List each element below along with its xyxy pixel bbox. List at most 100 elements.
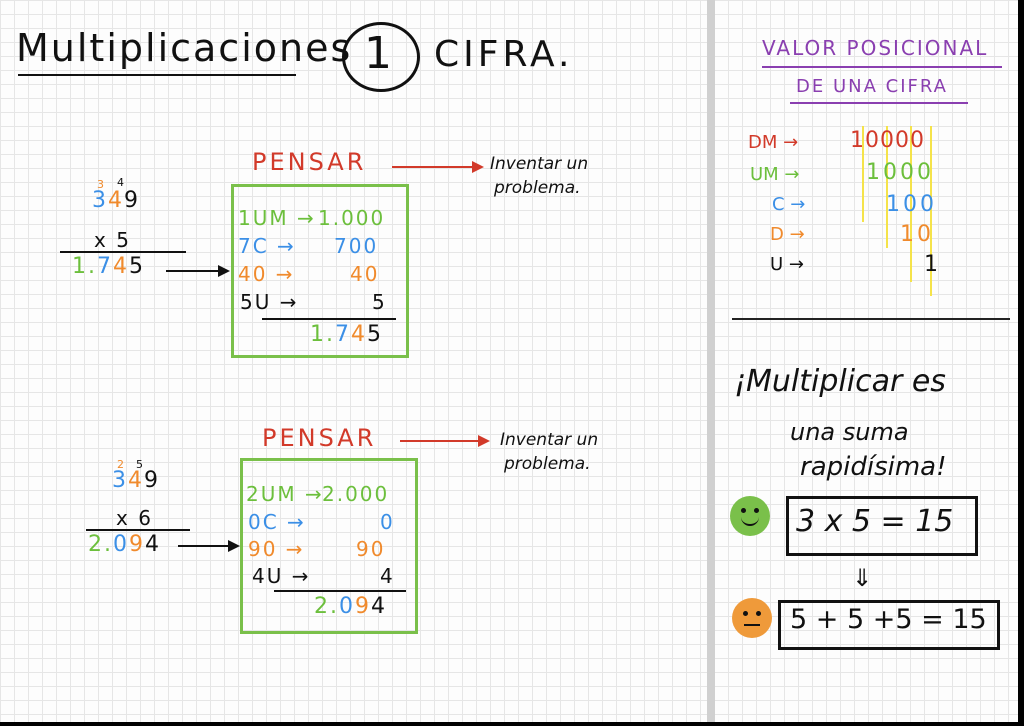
pv-u-label: U → [770,254,804,275]
row-d-right: 90 [356,537,386,561]
row-c-left: 0C → [248,510,306,534]
pv-um-value: 1000 [866,160,934,185]
result: 1.745 [72,254,145,279]
operation-line [60,251,186,253]
result: 2.094 [88,532,161,557]
column-highlight [886,126,888,248]
number-circle [342,22,420,92]
title-underline [18,74,296,76]
row-um-left: 2UM → [246,482,324,506]
carry-digit-2: 4 [117,176,124,189]
row-c-right: 0 [380,510,395,534]
total-units: 4 [371,594,387,619]
implies-arrow-icon: ⇓ [852,564,873,592]
sum-total: 1.745 [310,322,383,347]
total-point: . [326,322,335,347]
result-arrow [178,540,240,552]
total-units: 5 [367,322,383,347]
mult-line-1-text: ¡Multiplicar es [734,364,946,399]
sum-line [262,318,396,320]
pv-d-value: 10 [900,222,934,247]
result-point: . [104,532,113,557]
pv-c-label: C → [772,194,806,215]
equation-2: 5 + 5 +5 = 15 [790,604,987,635]
row-c-left: 7C → [238,234,296,258]
multiplicand-units: 9 [124,188,140,213]
row-u-right: 4 [380,564,395,588]
invent-line-1: Inventar un [500,430,599,450]
mult-line-1: ¡Multiplicar es [734,364,946,399]
result-arrow [166,265,230,277]
pv-c-value: 100 [886,192,937,217]
row-um-left: 1UM → [238,206,316,230]
operation-line [86,529,190,531]
pensar-arrow [392,161,484,173]
result-thousands: 2 [88,532,104,557]
sum-line [274,590,406,592]
neutral-face-icon [732,598,772,638]
pv-dm-label: DM → [748,132,799,153]
multiplicand-hundreds: 3 [112,468,128,493]
multiplicand-hundreds: 3 [92,188,108,213]
total-thousands: 1 [310,322,326,347]
multiplicand-units: 9 [144,468,160,493]
equation-frame-2 [778,600,1000,650]
multiplier: x 5 [94,228,131,252]
row-um-right: 1.000 [318,206,386,230]
result-tens: 4 [113,254,129,279]
sum-total: 2.094 [314,594,387,619]
row-u-right: 5 [372,290,387,314]
multiplicand: 349 [92,188,140,213]
cifra-label: CIFRA. [434,34,574,75]
mult-line-2: una suma [790,418,909,446]
row-d-right: 40 [350,262,380,286]
total-hundreds: 0 [339,594,355,619]
multiplier: x 6 [116,506,153,530]
pv-d-label: D → [770,224,805,245]
row-um-right: 2.000 [322,482,390,506]
total-tens: 9 [355,594,371,619]
result-thousands: 1 [72,254,88,279]
happy-face-icon [730,496,770,536]
result-point: . [88,254,97,279]
side-divider-line [732,318,1010,320]
side-title-line-1: VALOR POSICIONAL [762,36,989,60]
result-units: 5 [129,254,145,279]
pv-u-value: 1 [924,252,938,277]
carry-digit-1: 2 [117,458,124,471]
total-tens: 4 [351,322,367,347]
total-point: . [330,594,339,619]
total-hundreds: 7 [335,322,351,347]
equation-frame-1 [786,496,978,556]
multiplicand: 349 [112,468,160,493]
pensar-label: PENSAR [252,148,367,176]
carry-digit-2: 5 [136,458,143,471]
row-c-right: 700 [334,234,379,258]
row-d-left: 40 → [238,262,295,286]
pensar-label: PENSAR [262,424,377,452]
carry-digit-1: 3 [97,178,104,191]
mult-line-3: rapidísima! [800,452,947,482]
pv-um-label: UM → [750,164,800,185]
invent-line-2: problema. [494,178,581,198]
pv-dm-value: 10000 [850,128,925,153]
multiplicand-tens: 4 [108,188,124,213]
column-highlight [930,126,932,296]
multiplicand-tens: 4 [128,468,144,493]
digit-count: 1 [364,28,392,79]
equation-1: 3 x 5 = 15 [796,504,954,539]
row-u-left: 5U → [240,290,299,314]
column-highlight [910,126,912,282]
column-highlight [862,126,864,222]
page-title: Multiplicaciones [16,26,353,70]
row-d-left: 90 → [248,537,305,561]
side-title-line-2: DE UNA CIFRA [796,76,948,97]
invent-line-1: Inventar un [490,154,589,174]
decomposition-box [240,458,418,634]
result-hundreds: 7 [97,254,113,279]
total-thousands: 2 [314,594,330,619]
result-tens: 9 [129,532,145,557]
row-u-left: 4U → [252,564,311,588]
vertical-divider [707,0,715,722]
